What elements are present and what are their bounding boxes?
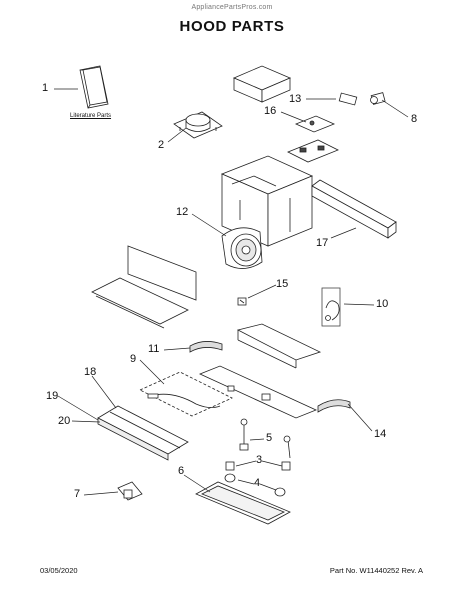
callout-20: 20 (58, 415, 71, 427)
part-6-grease-filter (195, 481, 291, 525)
callout-1: 1 (42, 82, 49, 94)
part-13-thermistor (338, 92, 358, 106)
callout-14: 14 (374, 428, 387, 440)
page-title: HOOD PARTS (179, 18, 285, 35)
callout-6: 6 (178, 465, 185, 477)
watermark: AppliancePartsPros.com (191, 4, 273, 11)
callout-18: 18 (84, 366, 97, 378)
callout-13: 13 (289, 93, 302, 105)
part-1-literature-booklet (79, 65, 109, 109)
callout-5: 5 (266, 432, 273, 444)
callout-12: 12 (176, 206, 189, 218)
part-blower-housing-frame (220, 155, 314, 247)
callout-7: 7 (74, 488, 81, 500)
part-12-blower-motor (221, 227, 263, 269)
callout-11: 11 (148, 343, 160, 355)
part-8-lamp-socket (370, 92, 386, 105)
callout-19: 19 (46, 390, 59, 402)
footer-date: 03/05/2020 (40, 566, 78, 575)
part-2-damper-assembly (173, 111, 223, 139)
part-11-light-lens (189, 341, 223, 353)
callout-9: 9 (130, 353, 137, 365)
callout-8: 8 (411, 113, 418, 125)
leader-lines (54, 88, 409, 496)
part-7-bracket (117, 481, 143, 501)
part-15-clip (237, 297, 247, 306)
callout-2: 2 (158, 139, 165, 151)
part-16-control-board (287, 115, 339, 163)
callout-16: 16 (264, 105, 277, 117)
callout-15: 15 (276, 278, 289, 290)
callout-10: 10 (376, 298, 389, 310)
literature-parts-label: Literature Parts (70, 113, 112, 119)
part-18-vent-panel (97, 405, 189, 461)
part-14-light-lens (317, 399, 351, 413)
part-lower-chassis (198, 323, 322, 419)
part-17-front-rail (311, 179, 397, 239)
part-5-lamp-socket (239, 418, 291, 459)
part-grease-filter-frame (91, 245, 197, 329)
part-control-box (232, 65, 292, 103)
footer-part-number: Part No. W11440252 Rev. A (329, 566, 423, 575)
callout-4: 4 (254, 477, 261, 489)
part-10-wire-harness (321, 287, 341, 327)
part-4-bulb (224, 473, 286, 497)
callout-17: 17 (316, 237, 329, 249)
callout-3: 3 (256, 454, 263, 466)
